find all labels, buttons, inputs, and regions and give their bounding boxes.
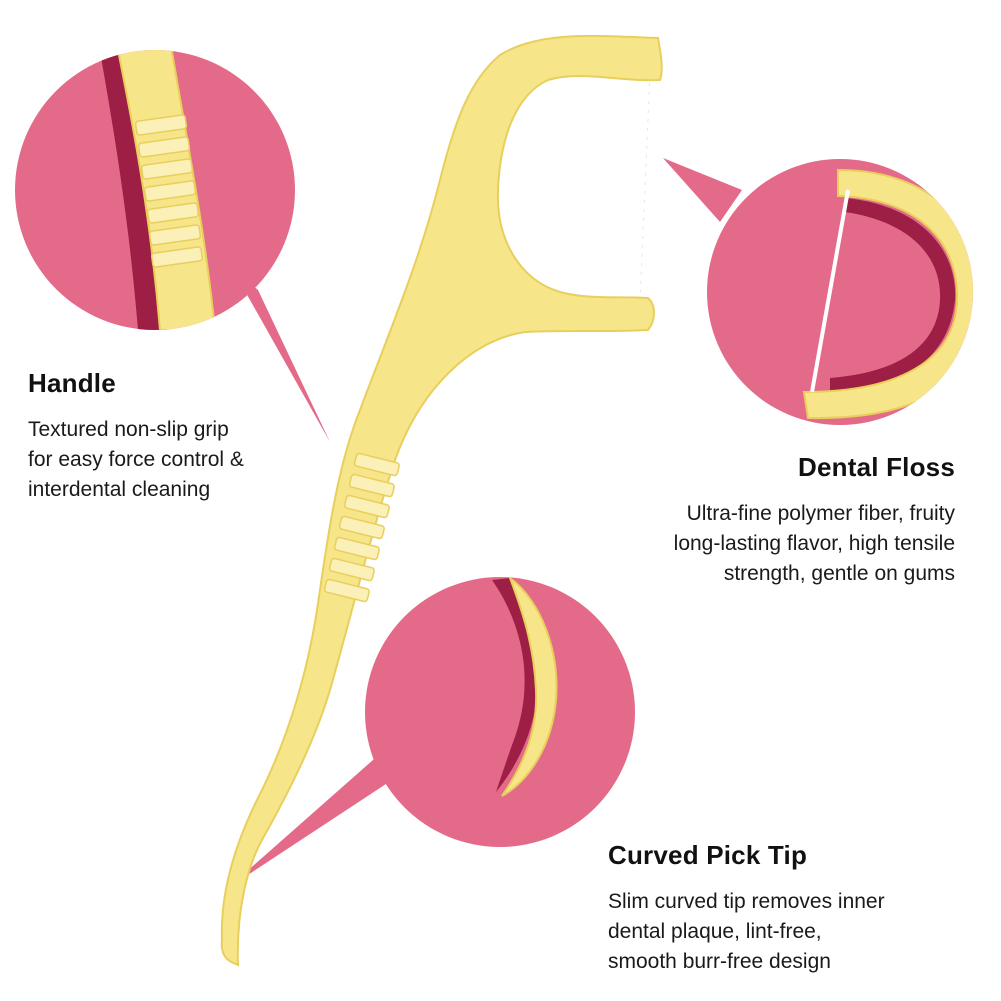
floss-description: Ultra-fine polymer fiber, fruity long-la… xyxy=(575,499,955,589)
grip-texture xyxy=(134,114,204,268)
tip-description-line: smooth burr-free design xyxy=(608,950,831,973)
handle-description-line: interdental cleaning xyxy=(28,478,211,501)
floss-magnifier xyxy=(663,158,973,425)
handle-description: Textured non-slip grip for easy force co… xyxy=(28,415,328,505)
tip-title: Curved Pick Tip xyxy=(608,840,808,870)
tip-description-line: dental plaque, lint-free, xyxy=(608,920,822,943)
floss-pick-body xyxy=(220,34,663,967)
handle-magnifier-pointer xyxy=(232,268,330,442)
floss-description-line: long-lasting flavor, high tensile xyxy=(673,532,955,555)
tip-magnifier xyxy=(228,577,635,888)
floss-callout: Dental Floss Ultra-fine polymer fiber, f… xyxy=(575,452,955,589)
floss-pick xyxy=(220,34,663,967)
tip-magnifier-circle xyxy=(365,577,635,847)
floss-description-line: strength, gentle on gums xyxy=(723,562,955,585)
handle-title: Handle xyxy=(28,368,116,398)
handle-description-line: Textured non-slip grip xyxy=(28,418,229,441)
tip-closeup xyxy=(501,577,558,797)
handle-callout: Handle Textured non-slip grip for easy f… xyxy=(28,368,328,505)
floss-pick-grip xyxy=(323,452,400,603)
tip-description-line: Slim curved tip removes inner xyxy=(608,890,885,913)
floss-magnifier-pointer xyxy=(663,158,742,222)
tip-description: Slim curved tip removes inner dental pla… xyxy=(608,887,988,977)
handle-magnifier xyxy=(15,50,330,442)
floss-string-closeup xyxy=(810,189,850,393)
floss-description-line: Ultra-fine polymer fiber, fruity xyxy=(686,502,955,525)
tip-callout: Curved Pick Tip Slim curved tip removes … xyxy=(608,840,988,977)
floss-title: Dental Floss xyxy=(798,452,955,482)
handle-description-line: for easy force control & xyxy=(28,448,244,471)
tip-magnifier-pointer xyxy=(228,752,392,888)
